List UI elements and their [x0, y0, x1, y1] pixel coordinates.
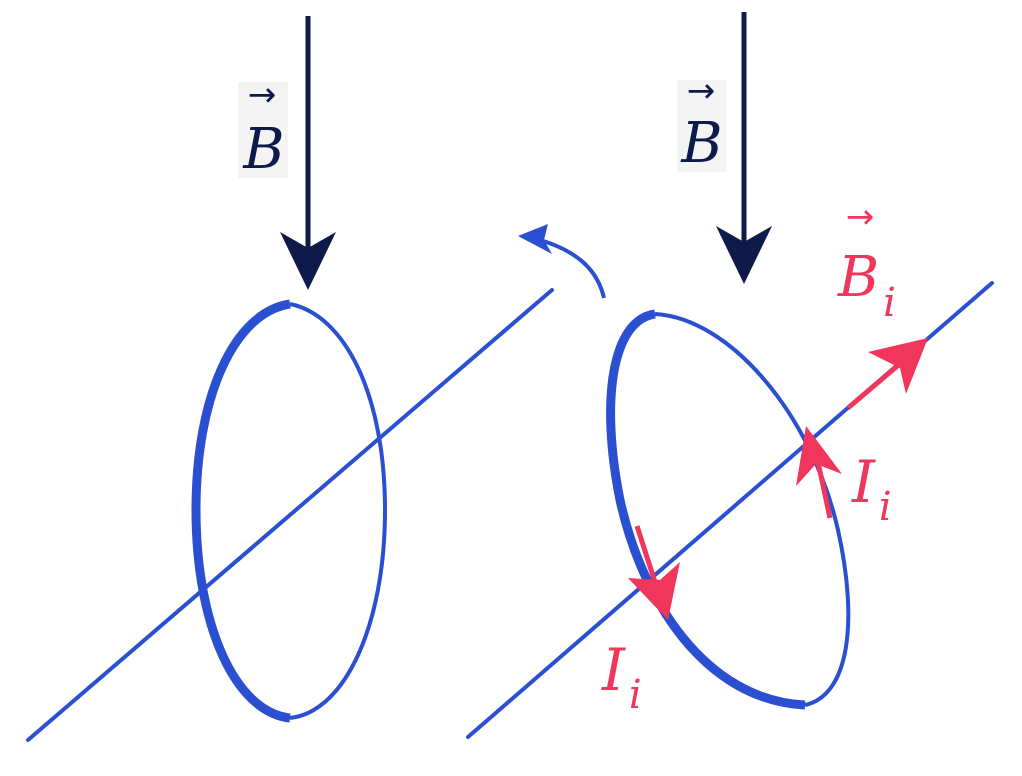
induced-field-subscript: i — [883, 280, 896, 326]
rotation-arrow — [539, 238, 606, 299]
right-loop-thin-edge — [654, 312, 851, 707]
induced-current-symbol-upper: I — [851, 448, 876, 516]
induced-field-vector-arrow: → — [846, 197, 875, 237]
left-b-label-background — [238, 82, 288, 178]
right-b-vector-arrow: → — [687, 71, 716, 111]
rotation-arrowhead — [518, 224, 552, 254]
right-b-label-background — [677, 80, 727, 172]
right-b-field-arrowhead — [716, 226, 772, 284]
right-loop-thick-edge — [606, 309, 806, 710]
left-rotation-axis — [26, 288, 554, 742]
induced-current-symbol-lower: I — [601, 636, 626, 704]
induced-current-arrow-lower — [634, 525, 658, 583]
induced-current-subscript-lower: i — [629, 672, 642, 718]
right-b-label: B — [680, 111, 722, 176]
left-loop-thin-edge — [289, 302, 388, 720]
induced-current-arrowhead-lower — [628, 562, 680, 620]
left-b-field-arrowhead — [280, 232, 336, 290]
induced-field-arrow — [846, 360, 904, 410]
induced-current-arrowhead-upper — [796, 426, 842, 486]
left-b-label: B — [242, 117, 284, 182]
left-loop-thick-edge — [191, 299, 291, 723]
induced-current-arrow-upper — [815, 461, 833, 519]
induced-field-arrowhead — [868, 338, 928, 394]
induced-current-subscript-upper: i — [879, 484, 892, 530]
induced-field-symbol: B — [837, 245, 879, 310]
left-panel: → B — [26, 16, 554, 742]
left-b-vector-arrow: → — [248, 75, 277, 115]
